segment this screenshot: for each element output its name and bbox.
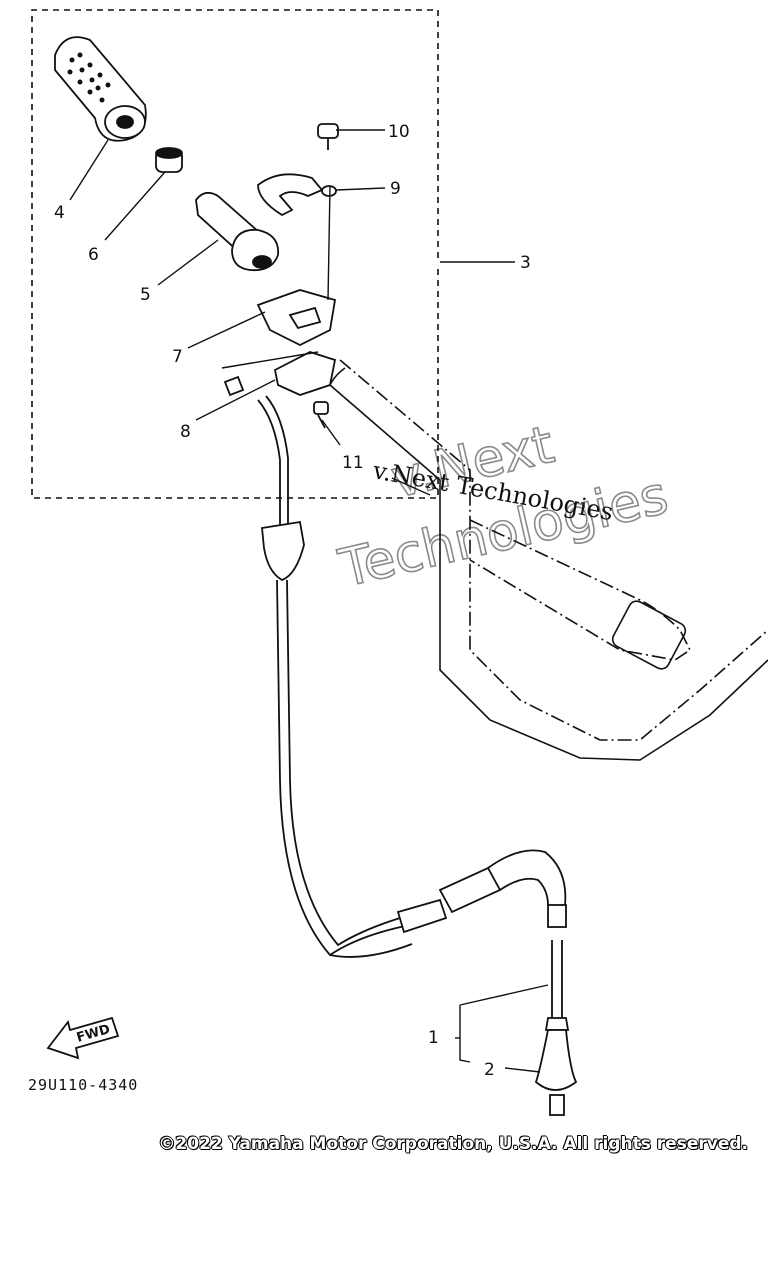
callout-10: 10 [388,122,410,142]
cable-guide [257,123,339,217]
callout-1: 1 [428,1028,439,1048]
diagram-reference: 29U110-4340 [28,1076,138,1094]
copyright-notice: ©2022 Yamaha Motor Corporation, U.S.A. A… [158,1134,748,1154]
throttle-tube [195,191,280,272]
throttle-housing-lower [223,351,337,429]
callout-9: 9 [390,179,401,199]
leader-lines [69,129,549,1073]
throttle-cable [257,395,578,1116]
callout-2: 2 [484,1060,495,1080]
callout-labels: 1 2 3 4 5 6 7 8 9 10 11 [54,122,531,1080]
grip [54,36,147,142]
callout-7: 7 [172,347,183,367]
handlebar [329,359,768,761]
grip-end-cap [155,147,183,173]
callout-6: 6 [88,245,99,265]
callout-3: 3 [520,253,531,273]
callout-4: 4 [54,203,65,223]
callout-11: 11 [342,453,364,473]
callout-8: 8 [180,422,191,442]
throttle-housing-upper [256,289,337,347]
forward-arrow-icon: FWD [46,1016,120,1060]
callout-5: 5 [140,285,151,305]
assembly-boundary [31,9,439,499]
